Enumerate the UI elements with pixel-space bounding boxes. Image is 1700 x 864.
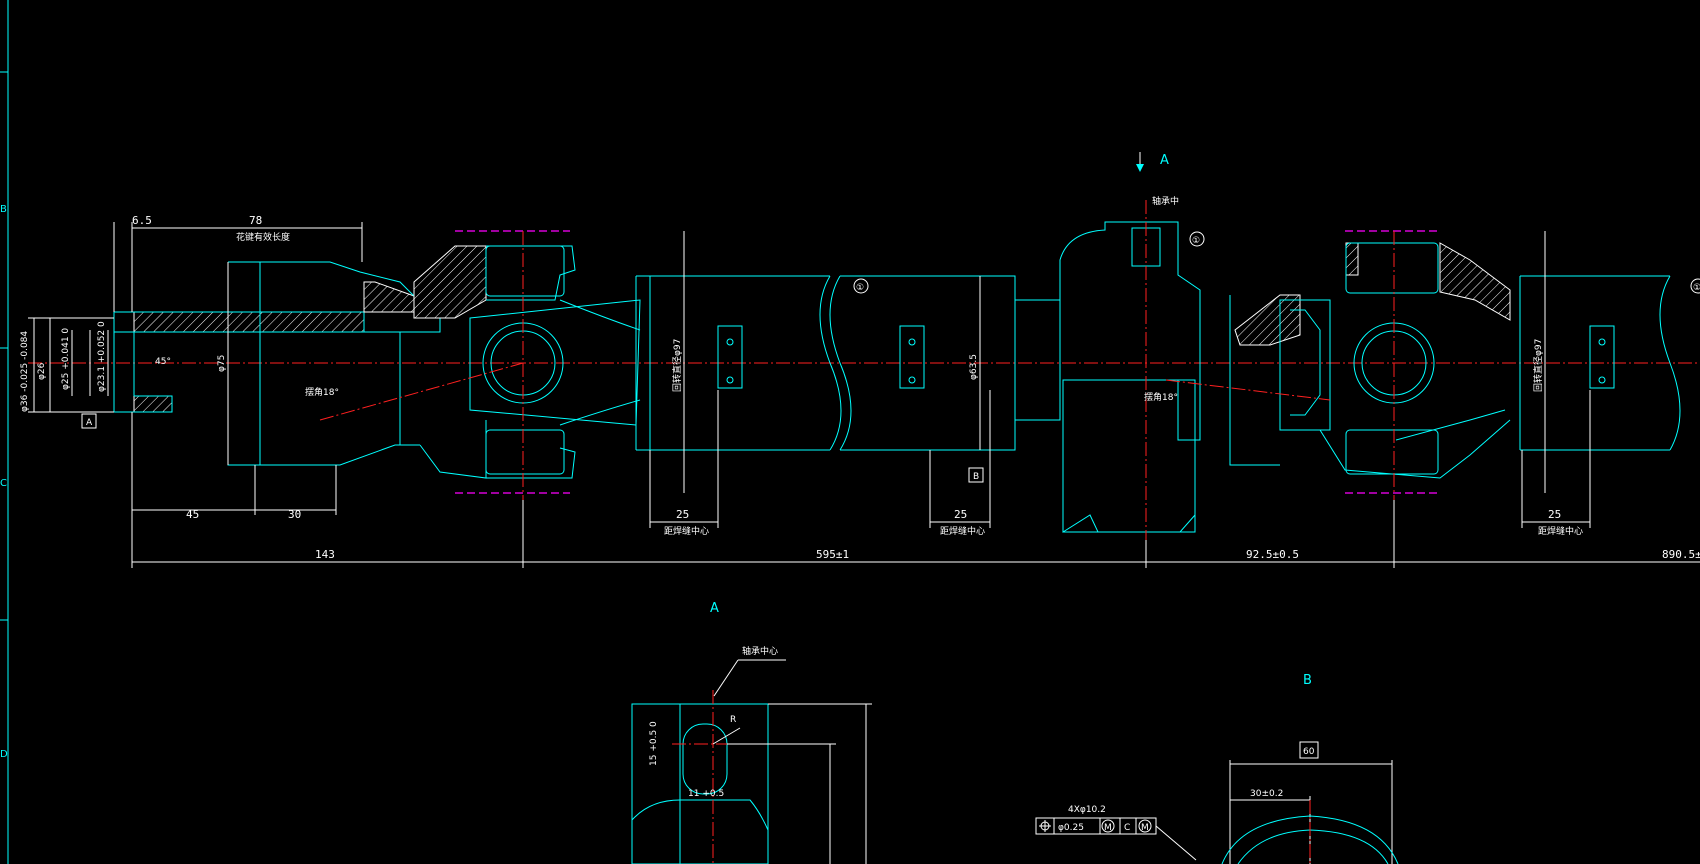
center-bearing[interactable]	[1059, 200, 1201, 560]
dim-45: 45	[186, 508, 199, 521]
weld-note-3: 距焊缝中心	[1538, 525, 1583, 537]
detail-b-fcf-datum: C	[1124, 823, 1130, 833]
dim-25-c: 25	[1548, 508, 1561, 521]
dim-595: 595±1	[816, 548, 849, 561]
detail-b-holes: 4Xφ10.2	[1068, 805, 1106, 815]
ruler-letter-d: D	[0, 749, 8, 760]
dim-phi36: φ36 -0.025 -0.084	[20, 331, 30, 412]
dim-30: 30	[288, 508, 301, 521]
detail-b-dim-30: 30±0.2	[1250, 789, 1283, 799]
detail-a-slot-h: 15 +0.5 0	[649, 721, 659, 766]
universal-joint-left[interactable]	[455, 230, 641, 500]
dim-92-5: 92.5±0.5	[1246, 548, 1299, 561]
detail-b-box-60: 60	[1303, 747, 1315, 757]
dim-phi25: φ25 +0.041 0	[61, 328, 71, 390]
balloons: ① ① ① A B	[81, 231, 1700, 483]
dim-phi63: φ63.5	[969, 354, 979, 380]
dim-890-5: 890.5±	[1662, 548, 1700, 561]
view-a-label: A	[1160, 153, 1169, 168]
detail-a-view[interactable]: A 轴承中心 R 15 +0.5 0 11 +0.5	[631, 601, 872, 864]
dim-143: 143	[315, 548, 335, 561]
weld-note-1: 距焊缝中心	[664, 525, 709, 537]
dim-25-b: 25	[954, 508, 967, 521]
angle-swing-b: 摆角18°	[1144, 391, 1178, 403]
universal-joint-right[interactable]	[1229, 230, 1681, 500]
angle-swing-18: 摆角18°	[305, 386, 339, 398]
balloon-2: ①	[1192, 236, 1200, 246]
detail-b-fcf-m2: M	[1141, 823, 1149, 833]
dim-25-a: 25	[676, 508, 689, 521]
main-tube[interactable]	[635, 275, 1061, 451]
dimension-lines	[28, 152, 1700, 568]
angle-chamfer: 45°	[155, 357, 171, 367]
datum-a: A	[86, 418, 93, 428]
balloon-1: ①	[856, 283, 864, 293]
detail-b-title: B	[1303, 673, 1312, 688]
detail-a-bearing-center: 轴承中心	[742, 645, 778, 657]
dim-phi23: φ23.1 +0.052 0	[97, 321, 107, 392]
ruler-letter-b: B	[0, 204, 7, 215]
dim-6-5: 6.5	[132, 214, 152, 227]
datum-b: B	[973, 472, 979, 482]
ruler-letter-c: C	[0, 478, 7, 489]
detail-a-title: A	[710, 601, 719, 616]
detail-a-r: R	[730, 715, 736, 725]
dim-phi26: φ26	[37, 362, 47, 380]
detail-a-slot-w: 11 +0.5	[688, 789, 724, 799]
dim-phi97-left: 回转直径φ97	[671, 339, 683, 392]
bearing-center-note: 轴承中	[1152, 195, 1179, 207]
balloon-3: ①	[1693, 283, 1700, 293]
left-frame-ruler: B C D	[0, 0, 9, 864]
detail-b-view[interactable]: B 60 30±0.2 4Xφ10.2 φ0.25 M C M	[1035, 673, 1399, 864]
dim-phi97-right: 回转直径φ97	[1532, 339, 1544, 392]
weld-note-2: 距焊缝中心	[940, 525, 985, 537]
note-spline-length: 花键有效长度	[236, 231, 290, 243]
detail-b-fcf-m1: M	[1104, 823, 1112, 833]
dim-phi75: φ75	[217, 355, 227, 372]
dimension-text: 6.5 78 花键有效长度 φ36 -0.025 -0.084 φ26 φ25 …	[20, 153, 1700, 561]
dim-78: 78	[249, 214, 262, 227]
detail-b-fcf-tol: φ0.25	[1058, 823, 1084, 833]
